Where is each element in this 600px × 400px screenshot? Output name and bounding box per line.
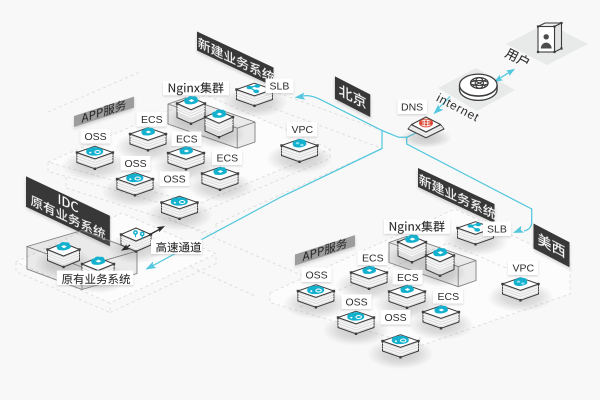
svg-text:VPC: VPC: [292, 124, 314, 136]
svg-text:OSS: OSS: [85, 131, 107, 143]
svg-text:ECS: ECS: [176, 134, 198, 146]
svg-text:OSS: OSS: [125, 158, 147, 170]
svg-text:SLB: SLB: [487, 224, 507, 236]
svg-text:ECS: ECS: [362, 253, 384, 265]
svg-text:VPC: VPC: [513, 263, 535, 275]
svg-text:OSS: OSS: [164, 174, 186, 186]
svg-text:OSS: OSS: [385, 312, 407, 324]
svg-text:ECS: ECS: [217, 153, 239, 165]
svg-text:OSS: OSS: [306, 270, 328, 282]
svg-text:OSS: OSS: [346, 297, 368, 309]
svg-text:ECS: ECS: [141, 114, 163, 126]
svg-text:DNS: DNS: [401, 101, 423, 113]
svg-text:SLB: SLB: [270, 81, 290, 93]
svg-text:ECS: ECS: [397, 272, 419, 284]
svg-text:ECS: ECS: [438, 291, 460, 303]
